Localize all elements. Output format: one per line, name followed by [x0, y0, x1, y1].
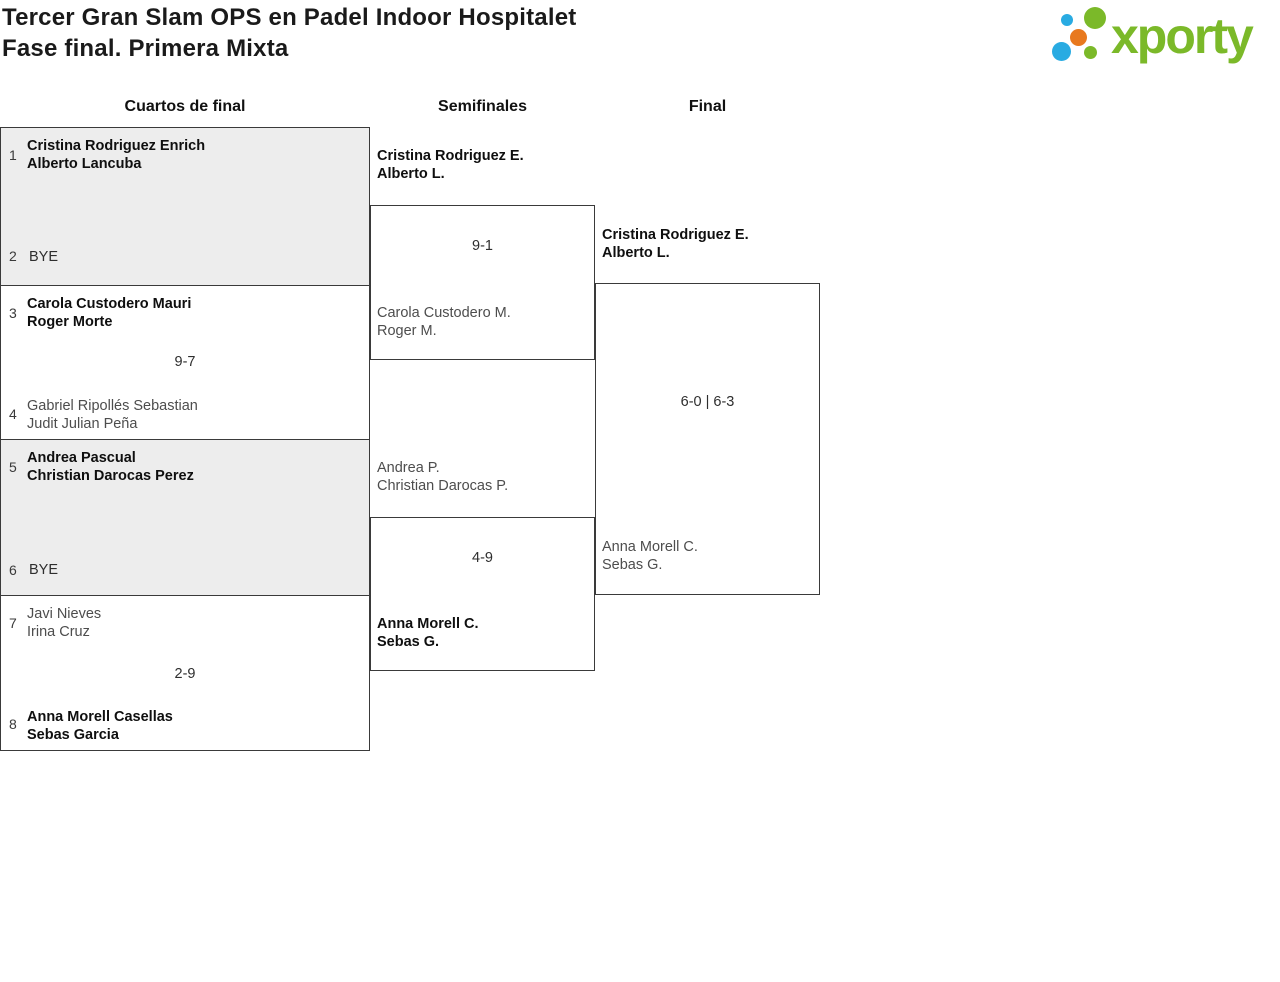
round-header-final: Final — [688, 98, 727, 115]
seed-number: 4 — [9, 406, 17, 422]
player-name: Javi Nieves — [27, 606, 102, 622]
logo-dot-icon — [1052, 42, 1071, 61]
team-names: Cristina Rodriguez E. Alberto L. — [377, 147, 524, 183]
player-name: Carola Custodero Mauri — [27, 296, 192, 312]
player-name: Christian Darocas Perez — [27, 468, 194, 484]
round-header-semifinales: Semifinales — [438, 98, 527, 115]
player-name: Alberto Lancuba — [27, 156, 142, 172]
logo-dot-icon — [1070, 29, 1087, 46]
team-names: Gabriel Ripollés Sebastian Judit Julian … — [27, 397, 198, 433]
player-name: Sebas G. — [377, 634, 440, 650]
seed-number: 1 — [9, 147, 17, 163]
team-names: Anna Morell Casellas Sebas Garcia — [27, 708, 173, 744]
player-name: Christian Darocas P. — [377, 478, 509, 494]
seed-number: 5 — [9, 459, 17, 475]
player-name: Roger M. — [377, 323, 437, 339]
page-title-line2: Fase final. Primera Mixta — [2, 35, 289, 62]
seed-number: 8 — [9, 716, 17, 732]
page-title: Tercer Gran Slam OPS en Padel Indoor Hos… — [2, 2, 576, 64]
team-names: Carola Custodero Mauri Roger Morte — [27, 295, 191, 331]
match-score: 4-9 — [472, 550, 493, 566]
seed-number: 6 — [9, 562, 17, 578]
player-name: Anna Morell Casellas — [27, 709, 173, 725]
match-score: 6-0 | 6-3 — [680, 394, 735, 410]
seed-number: 3 — [9, 305, 17, 321]
player-name: Anna Morell C. — [602, 539, 698, 555]
match-final — [595, 283, 820, 595]
player-name: Andrea P. — [377, 460, 440, 476]
player-name: Anna Morell C. — [377, 616, 479, 632]
logo-dot-icon — [1084, 7, 1106, 29]
player-name: Roger Morte — [27, 314, 113, 330]
round-header-cuartos: Cuartos de final — [124, 98, 246, 115]
match-score: 2-9 — [174, 666, 196, 682]
match-semifinal-2 — [370, 517, 595, 671]
player-name: Cristina Rodriguez E. — [602, 227, 749, 243]
player-name: Sebas Garcia — [27, 727, 119, 743]
logo-wordmark: xporty — [1111, 8, 1254, 64]
player-name: Cristina Rodriguez E. — [377, 148, 524, 164]
bye-label: BYE — [29, 562, 59, 578]
player-name: Irina Cruz — [27, 624, 90, 640]
team-names: Andrea P. Christian Darocas P. — [377, 459, 508, 495]
page-title-line1: Tercer Gran Slam OPS en Padel Indoor Hos… — [2, 4, 577, 31]
player-name: Sebas G. — [602, 557, 663, 573]
logo-dot-icon — [1084, 46, 1097, 59]
team-names: Javi Nieves Irina Cruz — [27, 605, 101, 641]
player-name: Alberto L. — [602, 245, 670, 261]
match-score: 9-1 — [472, 238, 493, 254]
team-names: Carola Custodero M. Roger M. — [377, 304, 511, 340]
team-names: Anna Morell C. Sebas G. — [602, 538, 698, 574]
bye-label: BYE — [29, 249, 59, 265]
player-name: Cristina Rodriguez Enrich — [27, 138, 206, 154]
team-names: Cristina Rodriguez E. Alberto L. — [602, 226, 749, 262]
xporty-logo[interactable]: xporty — [1048, 4, 1276, 70]
team-names: Cristina Rodriguez Enrich Alberto Lancub… — [27, 137, 205, 173]
team-names: Anna Morell C. Sebas G. — [377, 615, 479, 651]
match-semifinal-1 — [370, 205, 595, 360]
match-quarterfinal-3: 5 Andrea Pascual Christian Darocas Perez… — [0, 439, 370, 596]
match-quarterfinal-1: 1 Cristina Rodriguez Enrich Alberto Lanc… — [0, 127, 370, 286]
match-quarterfinal-4: 7 Javi Nieves Irina Cruz 2-9 8 Anna More… — [0, 595, 370, 751]
match-score: 9-7 — [174, 354, 196, 370]
seed-number: 2 — [9, 248, 17, 264]
seed-number: 7 — [9, 615, 17, 631]
match-quarterfinal-2: 3 Carola Custodero Mauri Roger Morte 9-7… — [0, 285, 370, 440]
player-name: Judit Julian Peña — [27, 416, 138, 432]
team-names: Andrea Pascual Christian Darocas Perez — [27, 449, 194, 485]
logo-dot-icon — [1061, 14, 1073, 26]
player-name: Carola Custodero M. — [377, 305, 511, 321]
player-name: Alberto L. — [377, 166, 445, 182]
player-name: Gabriel Ripollés Sebastian — [27, 398, 198, 414]
player-name: Andrea Pascual — [27, 450, 136, 466]
